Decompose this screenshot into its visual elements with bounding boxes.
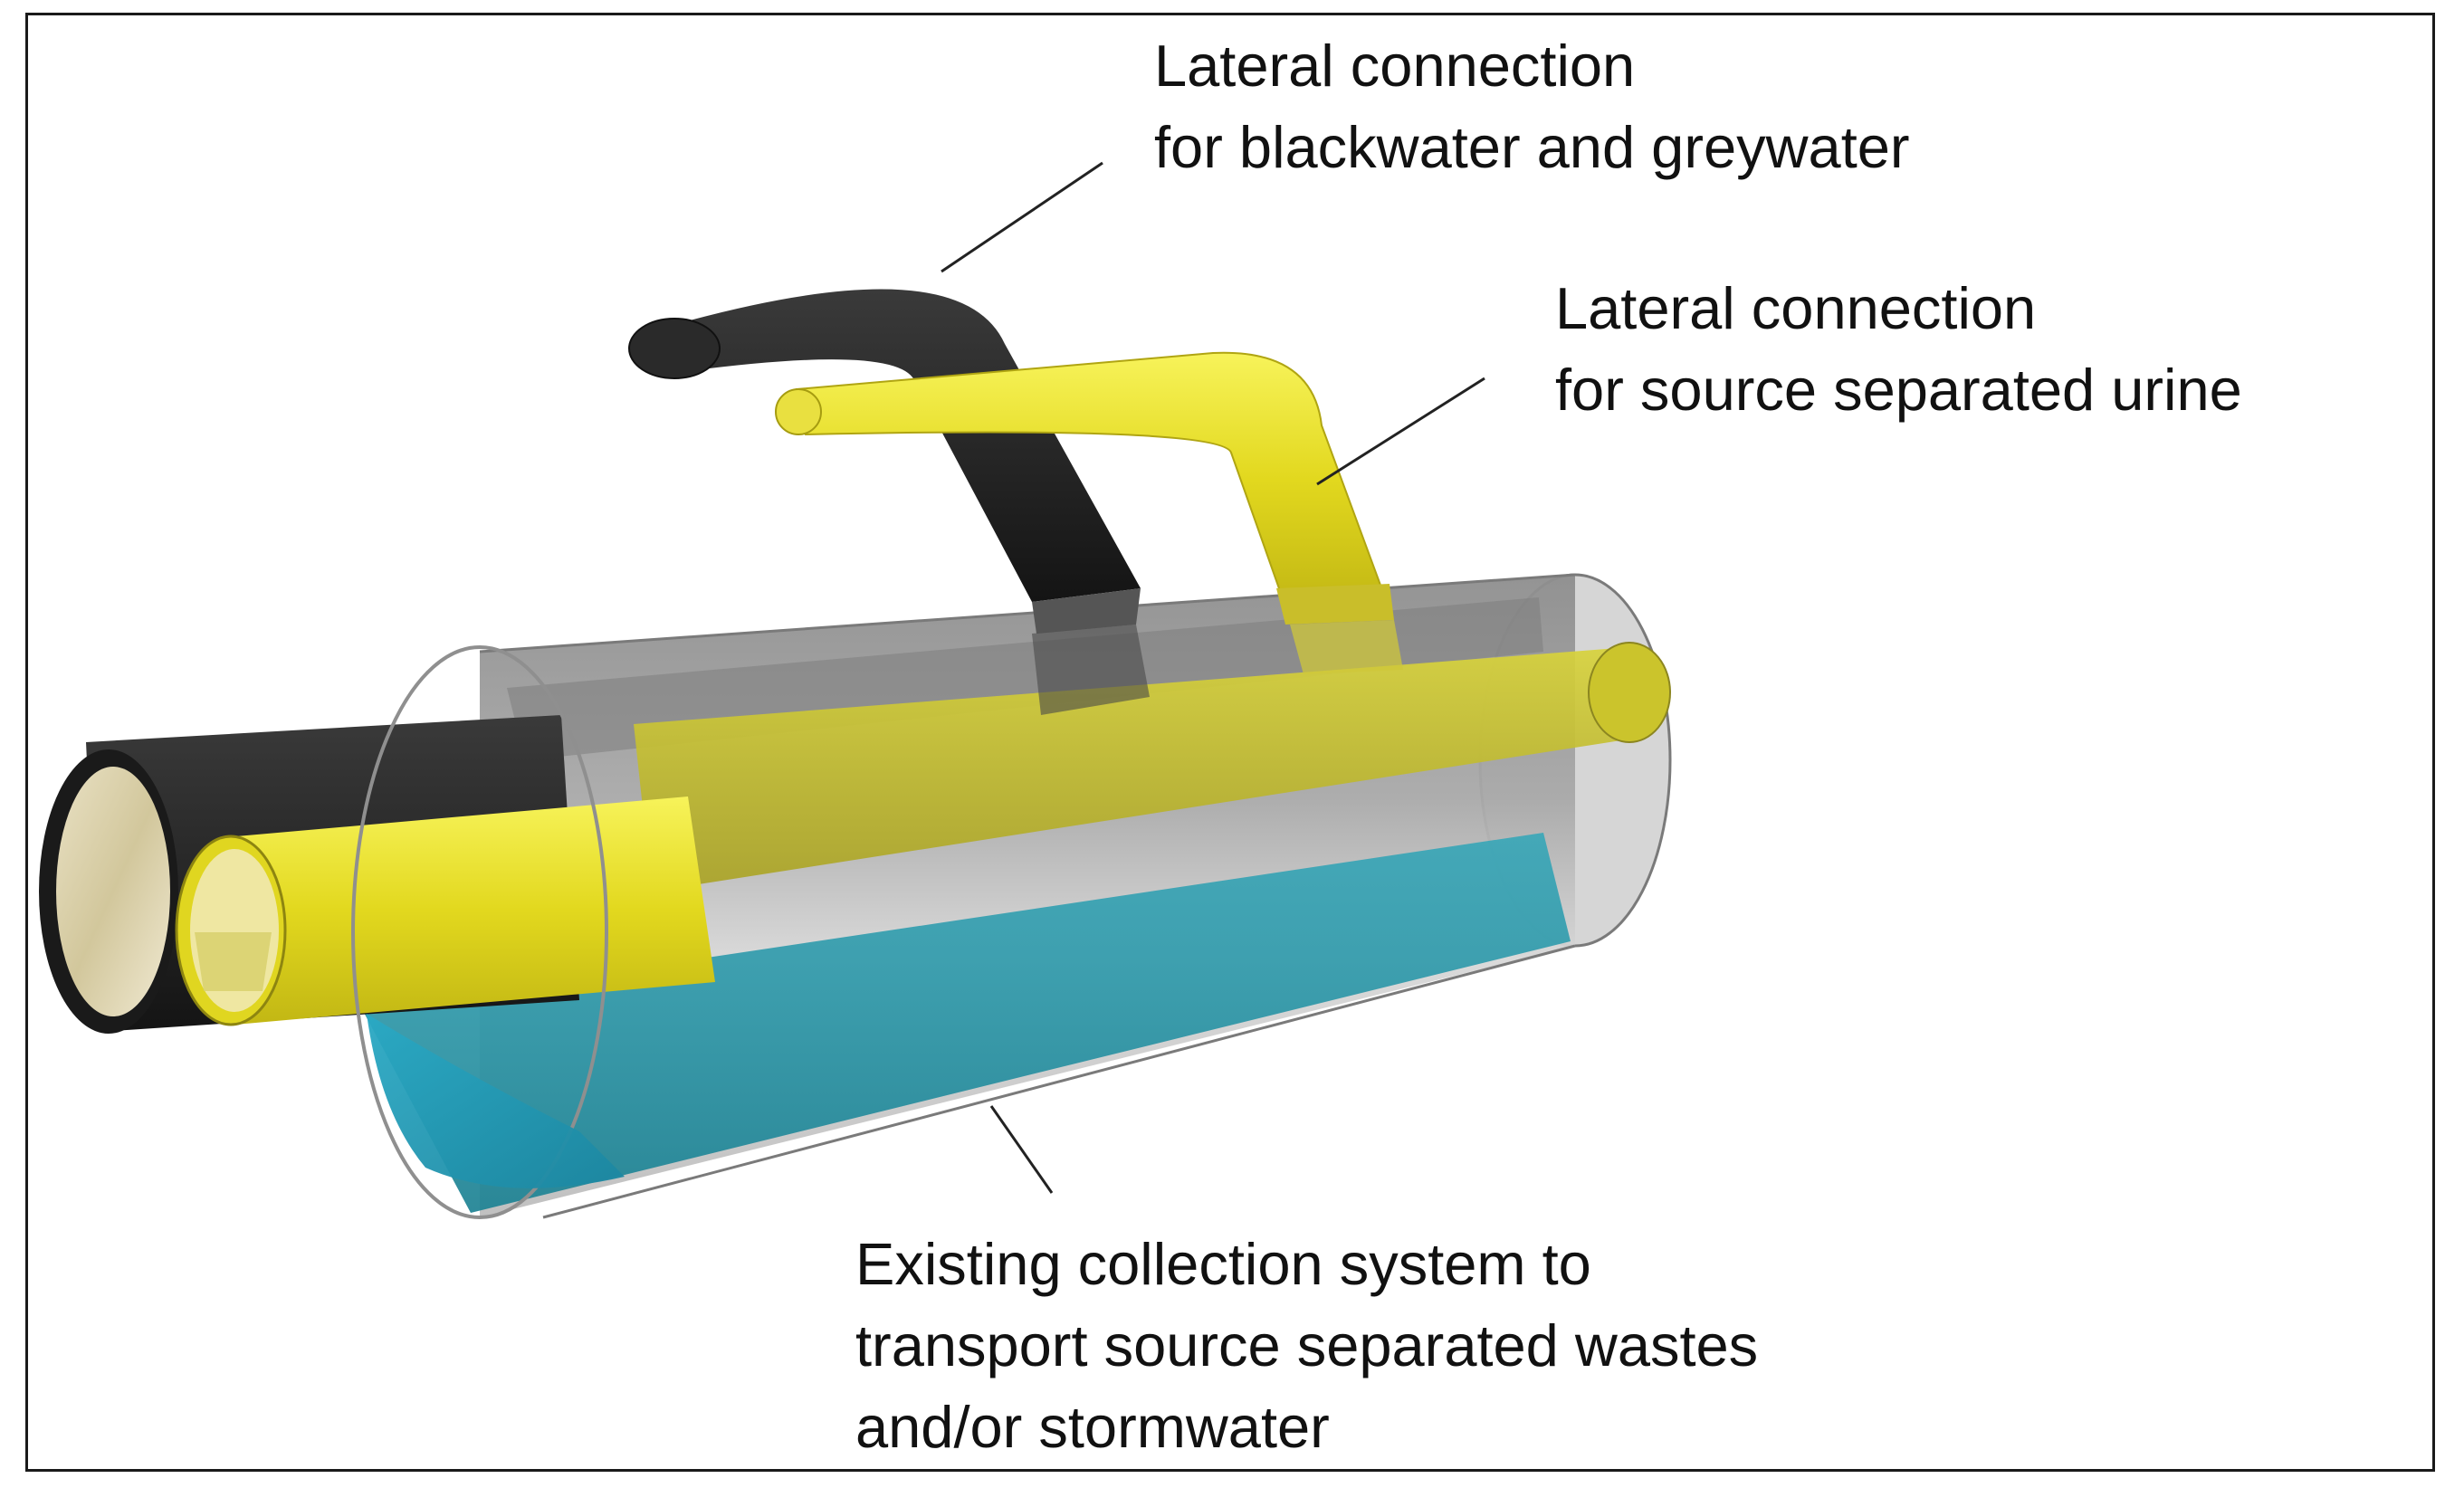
blackwater-lateral (628, 289, 1150, 715)
label-urine-line-2: for source separated urine (1555, 357, 2242, 423)
label-urine-lateral: Lateral connection for source separated … (1555, 268, 2242, 431)
label-collection-line-1: Existing collection system to (855, 1231, 1591, 1297)
figure-border (25, 13, 2435, 1472)
label-collection-system: Existing collection system to transport … (855, 1224, 1758, 1468)
stormwater-end-view (367, 1014, 625, 1188)
label-blackwater-line-1: Lateral connection (1154, 33, 1636, 99)
label-blackwater-lateral: Lateral connection for blackwater and gr… (1154, 25, 1910, 188)
blackwater-lateral-collar (1032, 588, 1141, 634)
urine-pipe (634, 642, 1671, 892)
collection-pipe-near-rim (351, 645, 608, 1219)
collection-pipe-bottom-edge (542, 944, 1576, 1219)
leader-line-urine (1316, 377, 1485, 486)
leader-line-collection (989, 1105, 1054, 1194)
blackwater-lateral-elbow (670, 289, 1141, 602)
urine-lateral-inside (1290, 620, 1403, 674)
urine-lateral-collar (1276, 584, 1394, 625)
blackwater-main-pipe-opening (56, 767, 170, 1016)
leader-line-blackwater (941, 161, 1103, 273)
urine-lateral-elbow (795, 351, 1387, 608)
label-collection-line-2: transport source separated wastes (855, 1312, 1759, 1378)
urine-pipe-far-end (1588, 642, 1671, 743)
collection-pipe-near-end (351, 645, 625, 1219)
blackwater-lateral-end (628, 318, 721, 379)
blackwater-lateral-inside (1032, 625, 1150, 715)
urine-main-pipe-body (226, 796, 715, 1025)
stormwater-layer (362, 833, 1571, 1213)
urine-pipe-inner-run (634, 647, 1638, 892)
leader-lines (941, 161, 1485, 1194)
label-urine-line-1: Lateral connection (1555, 275, 2037, 341)
label-blackwater-line-2: for blackwater and greywater (1154, 114, 1910, 180)
urine-lateral-end (775, 388, 822, 435)
urine-main-pipe (175, 796, 715, 1026)
urine-lateral (775, 351, 1403, 674)
urine-main-pipe-flow (195, 932, 272, 991)
collection-pipe-top-edge (479, 573, 1576, 653)
label-collection-line-3: and/or stormwater (855, 1394, 1330, 1460)
